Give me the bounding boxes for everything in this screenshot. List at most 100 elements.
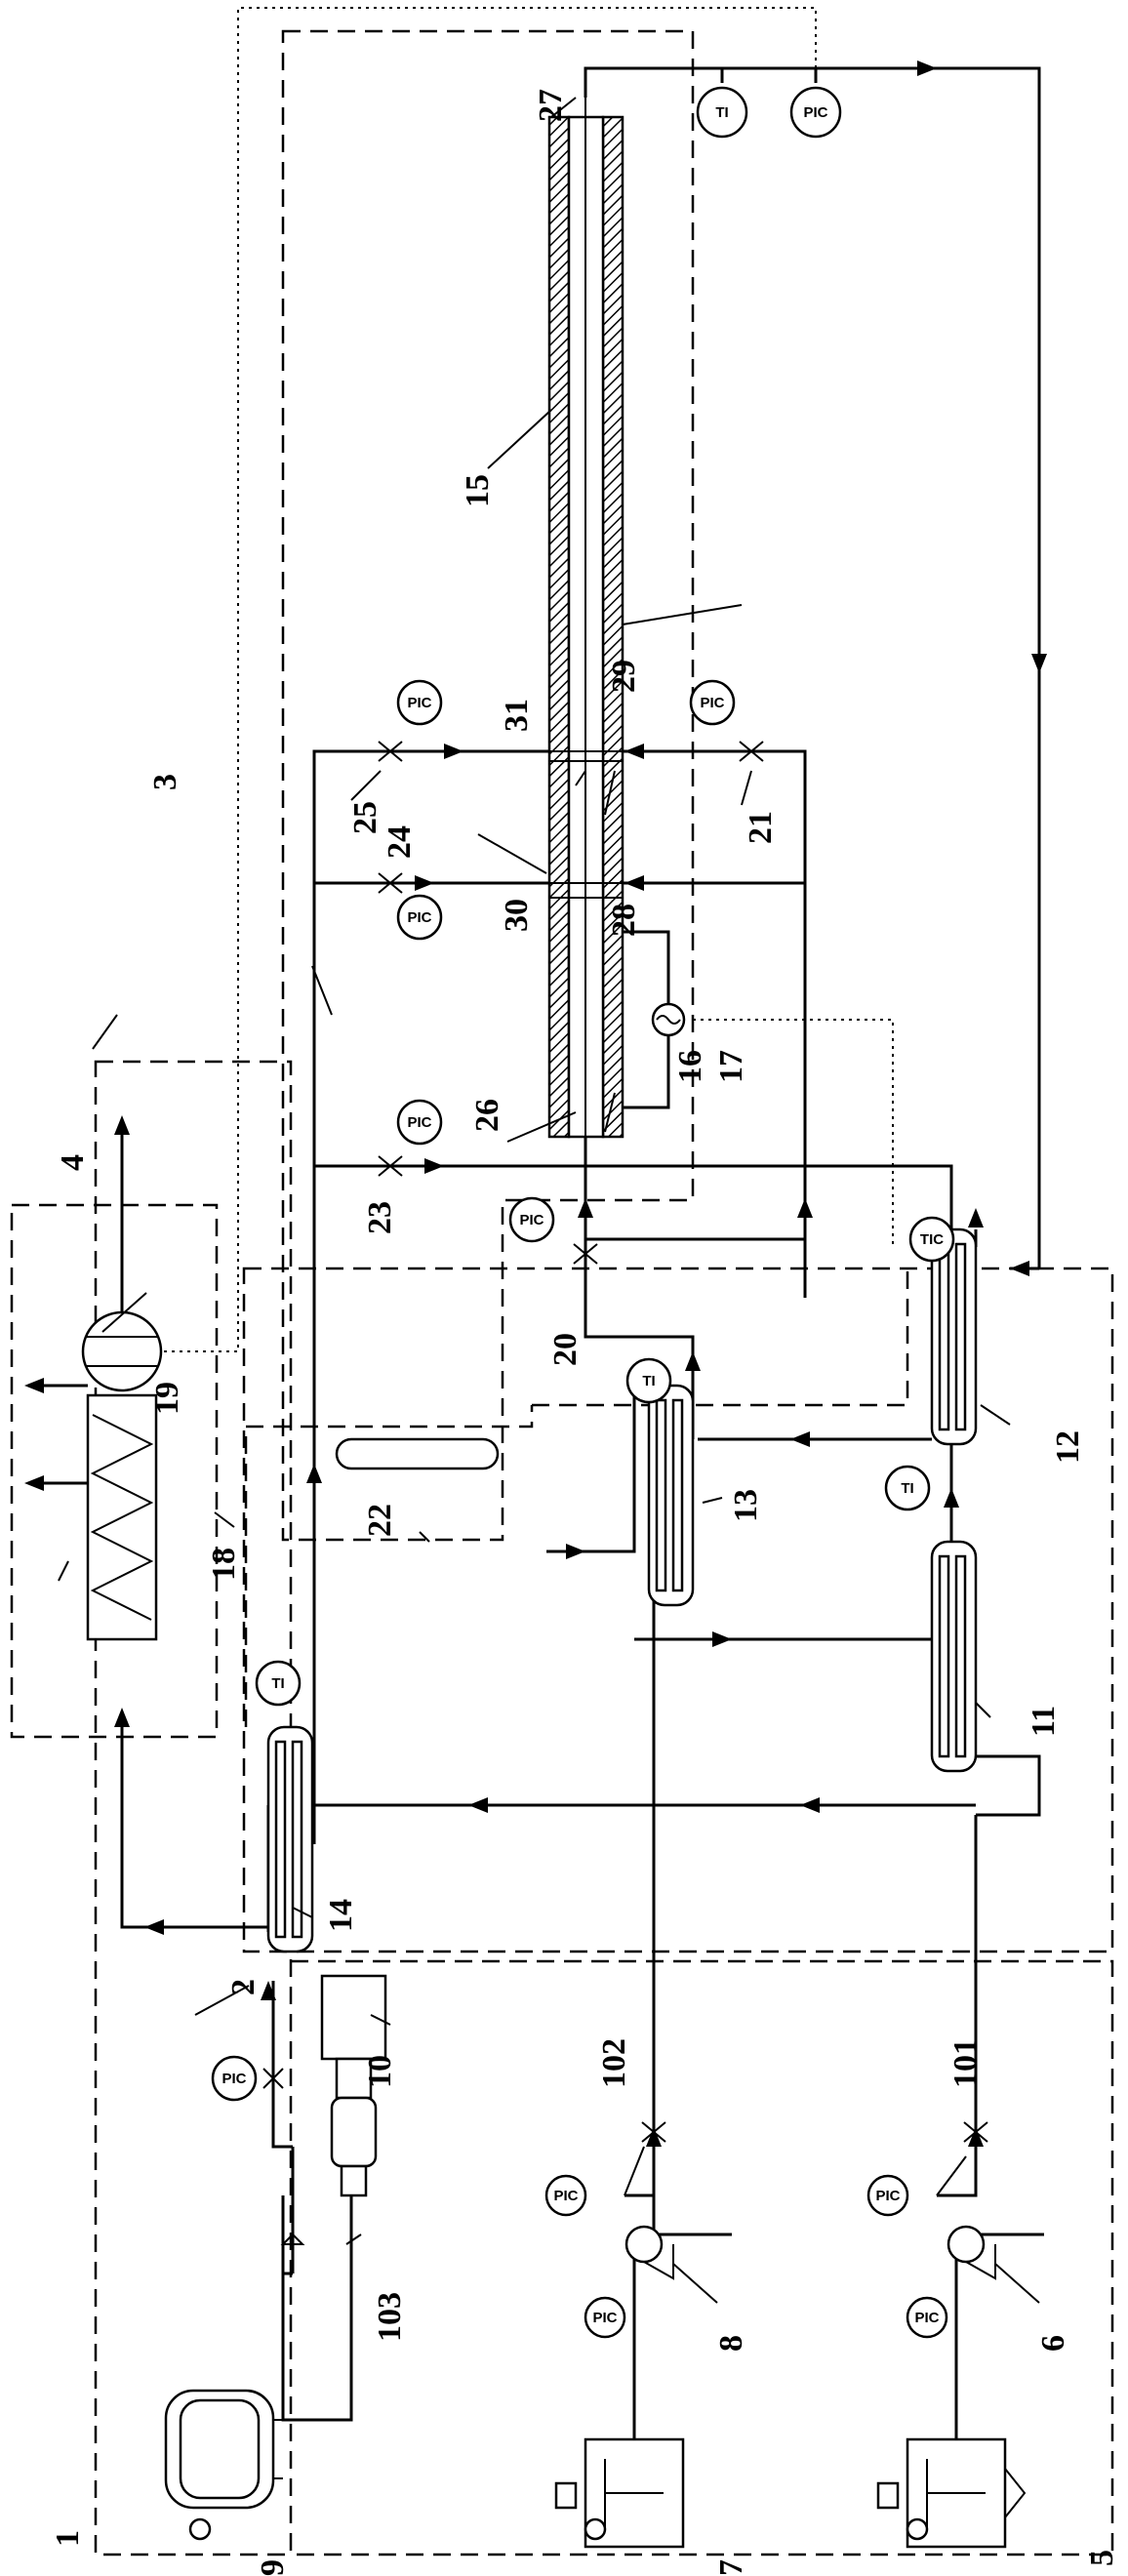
vessel-9 (164, 2389, 283, 2541)
tank-7 (554, 2437, 685, 2549)
compressor-19 (81, 1310, 163, 1392)
instrument-ti-14: TI (255, 1660, 302, 1707)
reactor-jacket-right (601, 115, 624, 1139)
pump-6 (947, 2225, 996, 2280)
instrument-pic-23: PIC (396, 1099, 443, 1146)
signal-lines (164, 7, 894, 1352)
mixer-10 (320, 1974, 387, 2197)
svg-text:PIC: PIC (700, 695, 724, 711)
boundary-1-feed-system (94, 1060, 293, 2556)
instrument-ti-11: TI (884, 1465, 931, 1511)
label-11: 11 (1026, 1706, 1062, 1737)
label-30: 30 (499, 899, 535, 932)
label-15: 15 (460, 474, 496, 507)
pump-8 (624, 2225, 674, 2280)
flow-arrows (24, 60, 1047, 2147)
svg-text:TI: TI (715, 104, 728, 121)
valve-23 (378, 1155, 403, 1177)
label-25: 25 (347, 801, 383, 834)
label-6: 6 (1035, 2335, 1071, 2352)
label-23: 23 (362, 1201, 398, 1234)
boundary-5-feed-system (291, 1959, 1114, 2556)
exchanger-13 (647, 1384, 695, 1607)
label-103: 103 (372, 2292, 408, 2342)
instrument-ti-top: TI (696, 86, 748, 139)
tank-5 (876, 2437, 1027, 2549)
label-19: 19 (149, 1382, 185, 1415)
label-13: 13 (728, 1489, 764, 1522)
svg-text:PIC: PIC (222, 2071, 246, 2087)
label-3: 3 (147, 774, 183, 790)
exchanger-12 (930, 1228, 978, 1446)
label-21: 21 (743, 811, 779, 844)
valve-24 (378, 872, 403, 894)
label-26: 26 (469, 1099, 505, 1132)
svg-text:PIC: PIC (875, 2188, 900, 2204)
reactor-jacket-left (547, 115, 571, 1139)
label-29: 29 (606, 660, 642, 693)
boundary-3-reaction-system (281, 29, 695, 1542)
instrument-pic-8a: PIC (544, 2174, 587, 2217)
exchanger-14 (266, 1725, 314, 1953)
label-9: 9 (255, 2559, 291, 2576)
label-4: 4 (55, 1154, 91, 1171)
svg-text:PIC: PIC (803, 104, 827, 121)
valve-20 (573, 1243, 598, 1265)
valve-25 (378, 741, 403, 762)
valve-21 (739, 741, 764, 762)
label-10: 10 (362, 2055, 398, 2088)
instrument-pic-6a: PIC (866, 2174, 909, 2217)
label-27: 27 (533, 89, 569, 122)
label-1: 1 (50, 2530, 86, 2547)
label-31: 31 (499, 699, 535, 732)
svg-text:PIC: PIC (914, 2310, 939, 2326)
label-14: 14 (323, 1899, 359, 1932)
instrument-tic-12: TIC (908, 1216, 955, 1263)
exchanger-11 (930, 1540, 978, 1773)
boundary-exchanger-14-zone (244, 1405, 534, 1727)
svg-text:TI: TI (271, 1675, 284, 1692)
instruments: TI PIC PIC PIC PIC PIC PIC TIC (211, 86, 955, 2339)
svg-text:TIC: TIC (920, 1231, 944, 1248)
boundary-4-cooling-system (10, 1203, 219, 1739)
svg-text:PIC: PIC (407, 1114, 431, 1131)
label-12: 12 (1050, 1430, 1086, 1464)
instrument-pic-24: PIC (396, 894, 443, 941)
svg-text:PIC: PIC (592, 2310, 617, 2326)
instrument-pic-21: PIC (689, 679, 736, 726)
valves (262, 741, 988, 2245)
cooler-18 (86, 1393, 158, 1641)
label-17: 17 (713, 1050, 749, 1083)
svg-text:TI: TI (642, 1373, 655, 1389)
label-5: 5 (1084, 2550, 1120, 2566)
leader-lines (58, 97, 1040, 2304)
number-labels: 1 2 3 4 5 6 7 8 9 10 11 12 13 14 15 16 1… (50, 89, 1120, 2576)
boundary-2-preheat-system (242, 1267, 1114, 1953)
label-20: 20 (547, 1333, 584, 1366)
svg-text:PIC: PIC (407, 695, 431, 711)
label-102: 102 (596, 2038, 632, 2088)
system-boundaries (10, 29, 1114, 2556)
signal-line-compressor (164, 7, 817, 1352)
label-24: 24 (382, 825, 418, 859)
reactor-tube-15 (547, 98, 624, 1161)
instrument-pic-top: PIC (789, 86, 842, 139)
instrument-pic-feed: PIC (211, 2055, 258, 2102)
svg-text:PIC: PIC (407, 909, 431, 926)
svg-text:PIC: PIC (553, 2188, 578, 2204)
label-101: 101 (947, 2038, 984, 2088)
instrument-pic-20: PIC (508, 1196, 555, 1243)
instrument-pic-8b: PIC (584, 2296, 626, 2339)
separator-tank-22 (335, 1437, 500, 1470)
instrument-pic-6b: PIC (906, 2296, 948, 2339)
instrument-pic-25: PIC (396, 679, 443, 726)
label-7: 7 (713, 2559, 749, 2576)
instrument-ti-13: TI (625, 1357, 672, 1404)
label-22: 22 (362, 1504, 398, 1537)
svg-text:PIC: PIC (519, 1212, 544, 1228)
label-2: 2 (225, 1979, 262, 1995)
heater-17 (651, 1002, 686, 1037)
label-8: 8 (713, 2335, 749, 2352)
label-28: 28 (606, 904, 642, 937)
